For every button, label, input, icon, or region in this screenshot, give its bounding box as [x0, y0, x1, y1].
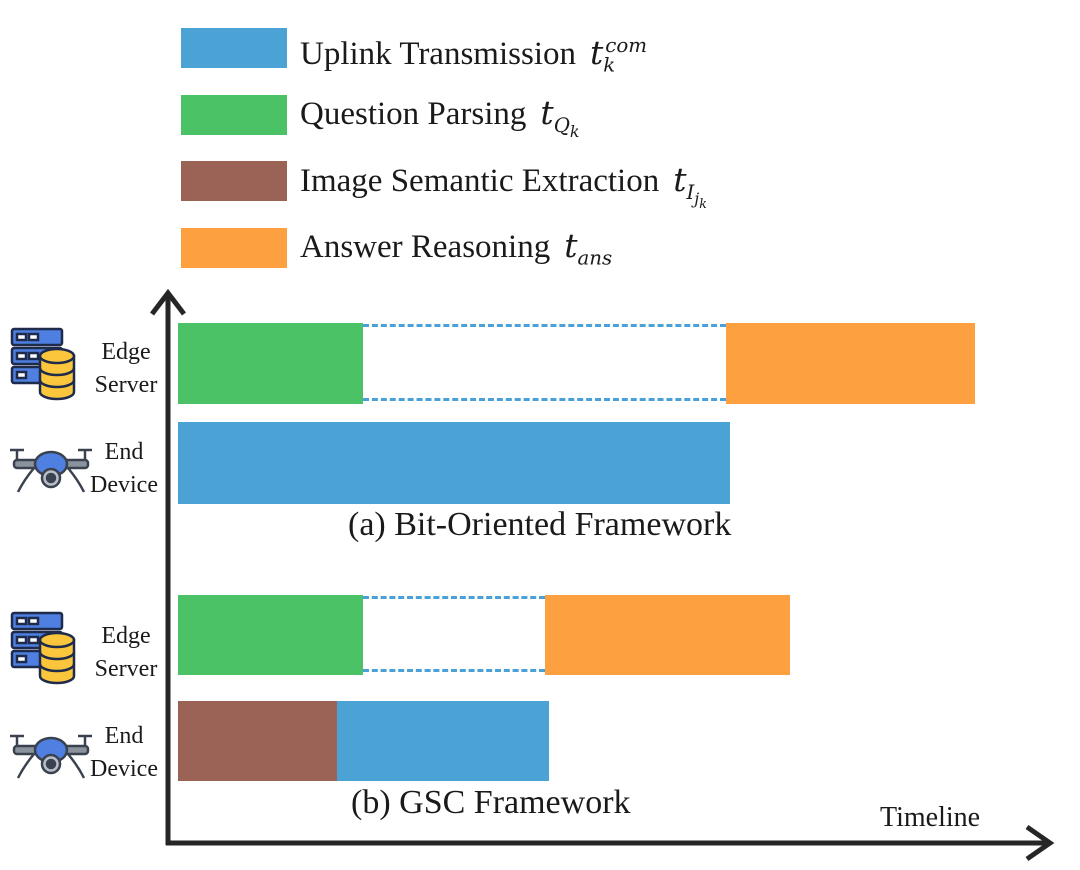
- server-database-icon: [10, 327, 76, 401]
- y-axis-arrow: [150, 288, 186, 316]
- bar-a-question-parsing: [178, 323, 363, 404]
- timeline-label: Timeline: [880, 802, 981, 833]
- legend-swatch-image: [181, 161, 287, 201]
- dash-b-top: [363, 596, 545, 599]
- drone-icon: [10, 448, 92, 493]
- bar-b-question-parsing: [178, 595, 363, 675]
- legend-swatch-question: [181, 95, 287, 135]
- server-database-icon: [10, 611, 76, 685]
- drone-icon: [10, 734, 92, 779]
- bar-b-answer-reasoning: [545, 595, 790, 675]
- caption-b: (b) GSC Framework: [351, 784, 631, 821]
- legend-swatch-answer: [181, 228, 287, 268]
- bar-b-uplink: [337, 701, 549, 781]
- dash-a-top: [363, 324, 726, 327]
- dash-b-bottom: [363, 669, 545, 672]
- bar-b-image-extraction: [178, 701, 337, 781]
- bar-a-answer-reasoning: [726, 323, 975, 404]
- x-axis-arrow: [1025, 824, 1055, 862]
- legend-swatch-uplink: [181, 28, 287, 68]
- dash-a-bottom: [363, 398, 726, 401]
- bar-a-uplink: [178, 422, 730, 504]
- caption-a: (a) Bit-Oriented Framework: [348, 506, 732, 543]
